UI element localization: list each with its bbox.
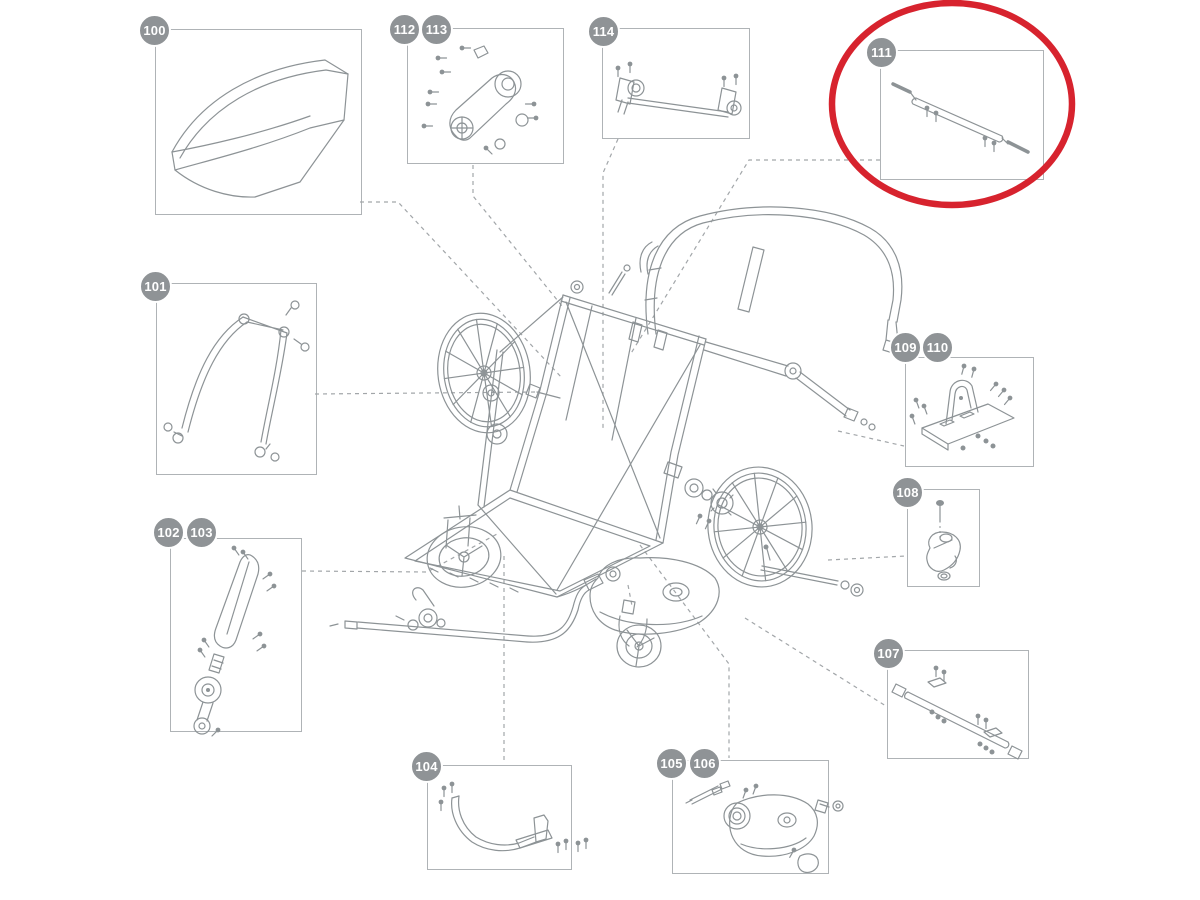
part-badge-103[interactable]: 103: [185, 516, 218, 549]
part-box-104[interactable]: [427, 765, 572, 870]
part-box-109-110[interactable]: [905, 357, 1034, 467]
part-badge-105[interactable]: 105: [655, 747, 688, 780]
part-badge-101[interactable]: 101: [139, 270, 172, 303]
main-assembly-drawing: [329, 206, 903, 668]
right-wheel-drawing: [707, 466, 813, 588]
part-badge-110[interactable]: 110: [921, 331, 954, 364]
part-badge-114[interactable]: 114: [587, 15, 620, 48]
part-badge-113[interactable]: 113: [420, 13, 453, 46]
part-box-111[interactable]: [880, 50, 1044, 180]
part-box-108[interactable]: [907, 489, 980, 587]
part-badge-102[interactable]: 102: [152, 516, 185, 549]
connector-lines: [301, 138, 907, 763]
part-badge-100[interactable]: 100: [138, 14, 171, 47]
left-wheel-drawing: [437, 312, 531, 434]
part-box-101[interactable]: [156, 283, 317, 475]
part-badge-107[interactable]: 107: [872, 637, 905, 670]
part-box-102-103[interactable]: [170, 538, 302, 732]
part-box-105-106[interactable]: [672, 760, 829, 874]
part-badge-108[interactable]: 108: [891, 476, 924, 509]
part-box-100[interactable]: [155, 29, 362, 215]
part-box-107[interactable]: [887, 650, 1029, 759]
part-badge-104[interactable]: 104: [410, 750, 443, 783]
part-badge-109[interactable]: 109: [889, 331, 922, 364]
part-badge-106[interactable]: 106: [688, 747, 721, 780]
part-badge-112[interactable]: 112: [388, 13, 421, 46]
part-badge-111[interactable]: 111: [865, 36, 898, 69]
part-box-112-113[interactable]: [407, 28, 564, 164]
part-box-114[interactable]: [602, 28, 750, 139]
